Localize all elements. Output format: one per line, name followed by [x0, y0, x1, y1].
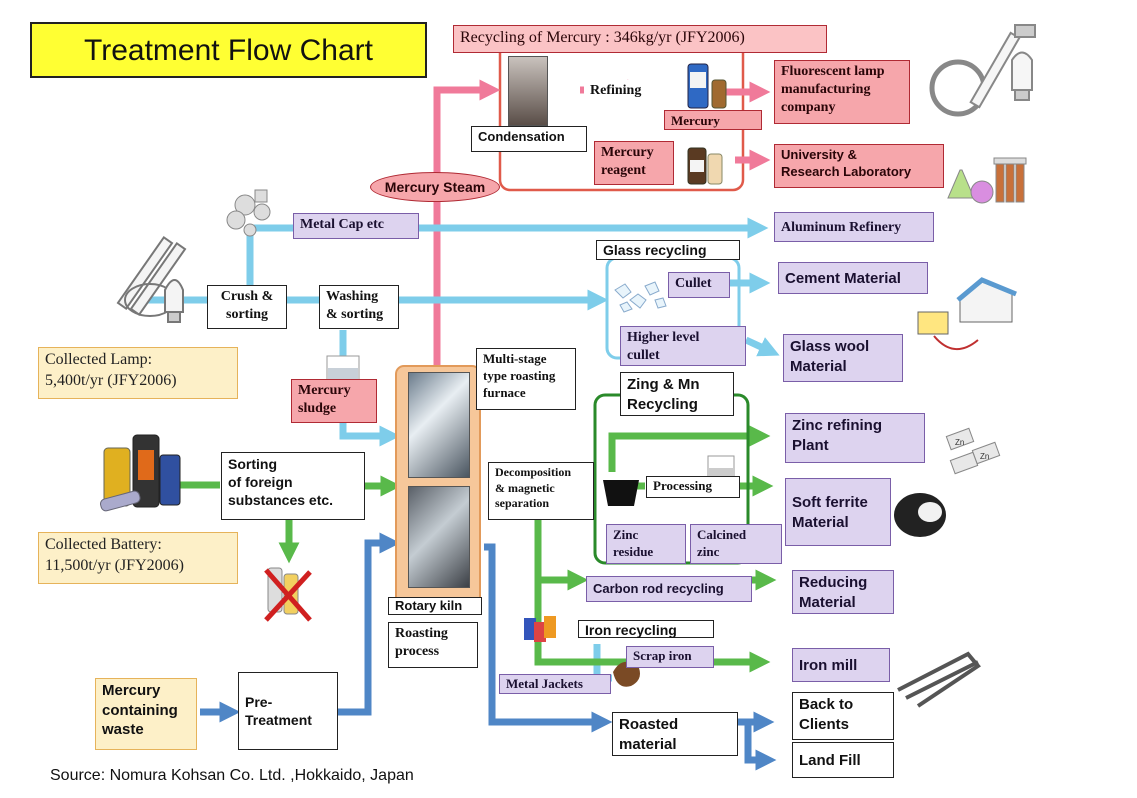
metal-cap-label: Metal Cap etc: [293, 213, 419, 239]
back-to-clients-output: Back to Clients: [792, 692, 894, 740]
processing-label: Processing: [646, 476, 740, 498]
sorting-foreign-step: Sorting of foreign substances etc.: [221, 452, 365, 520]
metal-jackets-label: Metal Jackets: [499, 674, 611, 694]
zn-mn-recycling-label: Zing & Mn Recycling: [620, 372, 734, 416]
furnace-label: Multi-stage type roasting furnace: [476, 348, 576, 410]
washing-sorting-step: Washing & sorting: [319, 285, 399, 329]
mercury-reagent-label: Mercury reagent: [594, 141, 674, 185]
kiln-photo: [408, 486, 470, 588]
collected-battery-input: Collected Battery: 11,500t/yr (JFY2006): [38, 532, 238, 584]
sludge-cup-icon: [326, 355, 360, 383]
refining-label: Refining: [584, 80, 652, 102]
mercury-steam-label: Mercury Steam: [370, 172, 500, 202]
condensation-photo: [508, 56, 548, 126]
iron-recycling-label: Iron recycling: [578, 620, 714, 638]
higher-cullet-label: Higher level cullet: [620, 326, 746, 366]
rotary-kiln-label: Rotary kiln: [388, 597, 482, 615]
soft-ferrite-output: Soft ferrite Material: [785, 478, 891, 546]
condensation-label: Condensation: [471, 126, 587, 152]
cullet-label: Cullet: [668, 272, 730, 298]
glass-recycling-label: Glass recycling: [596, 240, 740, 260]
battery-icon: [100, 434, 181, 512]
zn-ingot-label: Zn: [955, 438, 964, 447]
waste-flow: [200, 532, 777, 771]
source-caption: Source: Nomura Kohsan Co. Ltd. ,Hokkaido…: [50, 767, 414, 784]
glass-wool-output: Glass wool Material: [783, 334, 903, 382]
university-output: University & Research Laboratory: [774, 144, 944, 188]
zn-ingot-label: Zn: [980, 452, 989, 461]
mercury-panel-header: Recycling of Mercury : 346kg/yr (JFY2006…: [453, 25, 827, 53]
zinc-residue-label: Zinc residue: [606, 524, 686, 564]
ferrite-icon: [894, 493, 946, 537]
collected-lamp-input: Collected Lamp: 5,400t/yr (JFY2006): [38, 347, 238, 399]
bucket-icon: [603, 480, 639, 506]
decomposition-step: Decomposition & magnetic separation: [488, 462, 594, 520]
iron-mill-output: Iron mill: [792, 648, 890, 682]
calcined-zinc-label: Calcined zinc: [690, 524, 782, 564]
zinc-refining-output: Zinc refining Plant: [785, 413, 925, 463]
cullet-icon: [614, 281, 667, 313]
lamp-icon: [116, 235, 187, 323]
reducing-material-output: Reducing Material: [792, 570, 894, 614]
reagent-bottle-icon: [687, 147, 723, 185]
iron-rod-icon: [897, 651, 981, 708]
fluorescent-lamp-icon: [929, 24, 1036, 117]
mercury-label: Mercury: [664, 110, 762, 130]
page-title: Treatment Flow Chart: [30, 22, 427, 78]
cement-material-output: Cement Material: [778, 262, 928, 294]
scrap-iron-icon: [613, 661, 640, 687]
carbon-rod-label: Carbon rod recycling: [586, 576, 752, 602]
mercury-bottle-icon: [687, 63, 727, 109]
mercury-waste-input: Mercury containing waste: [95, 678, 197, 750]
furnace-photo: [408, 372, 470, 478]
roasting-process-label: Roasting process: [388, 622, 478, 668]
lab-flask-icon: [947, 157, 1027, 204]
fluorescent-company-output: Fluorescent lamp manufacturing company: [774, 60, 910, 124]
roasted-material-label: Roasted material: [612, 712, 738, 756]
crossed-battery-icon: [264, 567, 312, 622]
pretreatment-step: Pre- Treatment: [238, 672, 338, 750]
metal-jackets-icon: [524, 616, 556, 642]
land-fill-output: Land Fill: [792, 742, 894, 778]
scrap-iron-label: Scrap iron: [626, 646, 714, 668]
zn-ingot-icon: [945, 427, 1001, 475]
crush-sorting-step: Crush & sorting: [207, 285, 287, 329]
aluminum-refinery-output: Aluminum Refinery: [774, 212, 934, 242]
mercury-sludge-label: Mercury sludge: [291, 379, 377, 423]
metal-cap-icon: [226, 189, 271, 237]
house-icon: [917, 277, 1017, 350]
